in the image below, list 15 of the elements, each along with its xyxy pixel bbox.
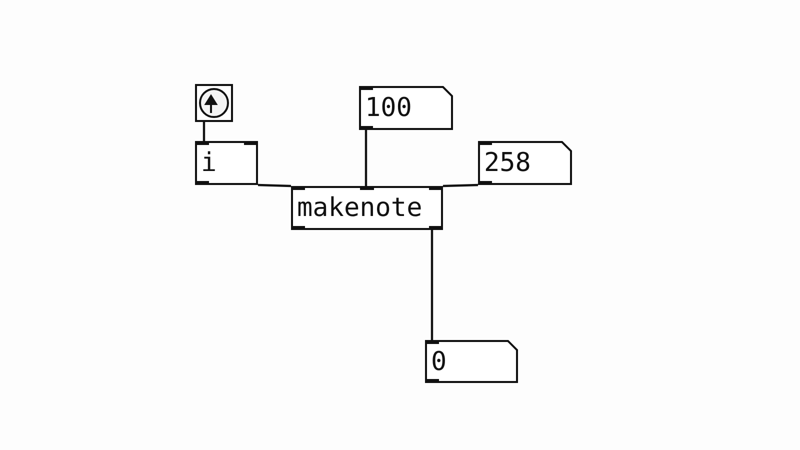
patch-cord [258,184,292,188]
number-box [478,141,572,185]
object-name: makenote [297,195,422,221]
number-value: 258 [484,150,531,176]
number-box [359,86,453,130]
patch-cord [442,184,478,188]
number-value: 100 [365,95,412,121]
number-value: 0 [431,348,447,374]
patch-cord [202,122,206,141]
patch-cord [430,230,434,340]
object-box [195,141,258,185]
object-box [291,186,443,230]
object-name: i [201,150,217,176]
patch-cord [364,130,368,186]
number-box [425,340,518,383]
